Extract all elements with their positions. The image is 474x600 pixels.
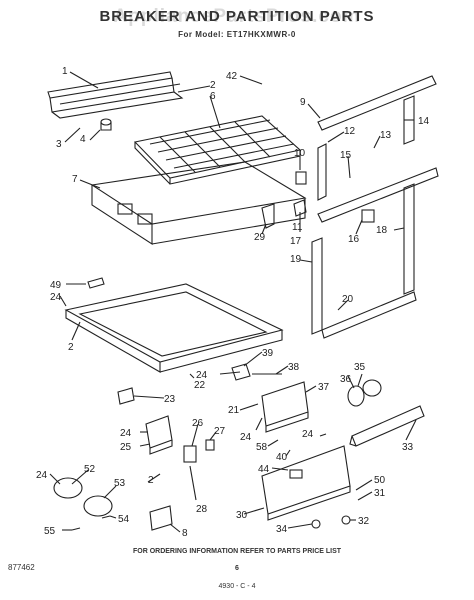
callout-24-f: 24 xyxy=(36,470,48,481)
callout-40: 40 xyxy=(276,452,288,463)
callout-14: 14 xyxy=(418,116,430,127)
callout-18: 18 xyxy=(376,225,388,236)
part-cover-35 xyxy=(362,379,382,397)
callout-54: 54 xyxy=(118,514,130,525)
callout-44: 44 xyxy=(258,464,270,475)
callout-34: 34 xyxy=(276,524,288,535)
callout-4: 4 xyxy=(80,134,86,145)
callout-22: 22 xyxy=(194,380,206,391)
part-knob-34 xyxy=(311,519,321,529)
callout-19: 19 xyxy=(290,254,302,265)
callout-24-c: 24 xyxy=(240,432,252,443)
callout-labels: 1 2 3 4 6 7 42 9 14 12 13 10 15 11 17 16… xyxy=(36,66,430,539)
part-bracket-29 xyxy=(261,203,275,229)
callout-28: 28 xyxy=(196,504,208,515)
callout-leaders xyxy=(49,71,417,533)
part-screw-55 xyxy=(71,527,81,531)
callout-6: 6 xyxy=(210,91,216,102)
callout-21: 21 xyxy=(228,405,240,416)
part-control-housing xyxy=(145,415,173,455)
callout-29: 29 xyxy=(254,232,266,243)
callout-52: 52 xyxy=(84,464,96,475)
callout-50: 50 xyxy=(374,475,386,486)
part-thermostat-26 xyxy=(183,445,197,463)
part-clip-11 xyxy=(293,199,307,217)
callout-24-b: 24 xyxy=(196,370,208,381)
callout-16: 16 xyxy=(348,234,360,245)
part-gasket-right-upper xyxy=(403,95,415,145)
part-control-box-37 xyxy=(261,381,309,433)
callout-17: 17 xyxy=(290,236,302,247)
part-hinge-16 xyxy=(361,209,375,223)
callout-2: 2 xyxy=(210,80,216,91)
callout-15: 15 xyxy=(340,150,352,161)
callout-25: 25 xyxy=(120,442,132,453)
watermark-text: AppliancePartsPros.com xyxy=(113,6,361,27)
callout-49: 49 xyxy=(50,280,62,291)
revision-code: 4930 - C - 4 xyxy=(218,583,256,590)
part-gasket-top xyxy=(317,75,437,131)
callout-3: 3 xyxy=(56,139,62,150)
callout-7: 7 xyxy=(72,174,78,185)
callout-8: 8 xyxy=(182,528,188,539)
callout-20: 20 xyxy=(342,294,354,305)
part-pad-49 xyxy=(87,277,105,289)
callout-36: 36 xyxy=(340,374,352,385)
part-screw-54 xyxy=(101,515,111,519)
callout-53: 53 xyxy=(114,478,126,489)
callout-39: 39 xyxy=(262,348,274,359)
part-control-panel-30 xyxy=(261,445,351,521)
callout-31: 31 xyxy=(374,488,386,499)
callout-33: 33 xyxy=(402,442,414,453)
callout-55: 55 xyxy=(44,526,56,537)
callout-24-e: 24 xyxy=(302,429,314,440)
page-title: BREAKER AND PARTITION PARTS xyxy=(99,8,375,25)
document-code: 877462 xyxy=(8,563,35,572)
part-module-8 xyxy=(149,505,173,531)
callout-24-a: 24 xyxy=(50,292,62,303)
callout-27: 27 xyxy=(214,426,226,437)
callout-38: 38 xyxy=(288,362,300,373)
callout-42: 42 xyxy=(226,71,238,82)
callout-11: 11 xyxy=(292,222,303,233)
callout-23: 23 xyxy=(164,394,176,405)
callout-13: 13 xyxy=(380,130,392,141)
callout-12: 12 xyxy=(344,126,356,137)
part-trim-33 xyxy=(349,405,425,447)
callout-30: 30 xyxy=(236,510,248,521)
part-lower-shelf xyxy=(64,283,284,373)
callout-26: 26 xyxy=(192,418,204,429)
callout-2-c: 2 xyxy=(148,475,154,486)
callout-2-b: 2 xyxy=(68,342,74,353)
callout-24-d: 24 xyxy=(120,428,132,439)
part-bulb-36 xyxy=(347,385,365,407)
part-heater-52 xyxy=(53,477,83,499)
part-partition-tray xyxy=(90,161,307,246)
callout-10: 10 xyxy=(294,148,306,159)
callout-37: 37 xyxy=(318,382,330,393)
part-cap-23 xyxy=(117,387,135,405)
part-grille xyxy=(133,115,302,185)
model-line: For Model: ET17HKXMWR-0 xyxy=(178,30,296,39)
part-lamp-socket-39 xyxy=(231,363,251,381)
callout-35: 35 xyxy=(354,362,366,373)
callout-58: 58 xyxy=(256,442,268,453)
ordering-note: FOR ORDERING INFORMATION REFER TO PARTS … xyxy=(132,548,342,555)
callout-32: 32 xyxy=(358,516,370,527)
part-gasket-side-left xyxy=(317,143,327,201)
part-plug-27 xyxy=(205,439,215,451)
part-gasket-middle xyxy=(317,167,439,223)
callout-1: 1 xyxy=(62,66,68,77)
callout-9: 9 xyxy=(300,97,306,108)
part-gasket-frame-lower xyxy=(311,183,417,339)
page-number: 6 xyxy=(235,565,239,572)
part-clip-10 xyxy=(295,171,307,185)
part-breaker-strip xyxy=(47,71,184,119)
part-mullion-knob xyxy=(100,118,112,131)
part-knob-32 xyxy=(341,515,351,525)
part-capacitor-53 xyxy=(83,495,113,517)
